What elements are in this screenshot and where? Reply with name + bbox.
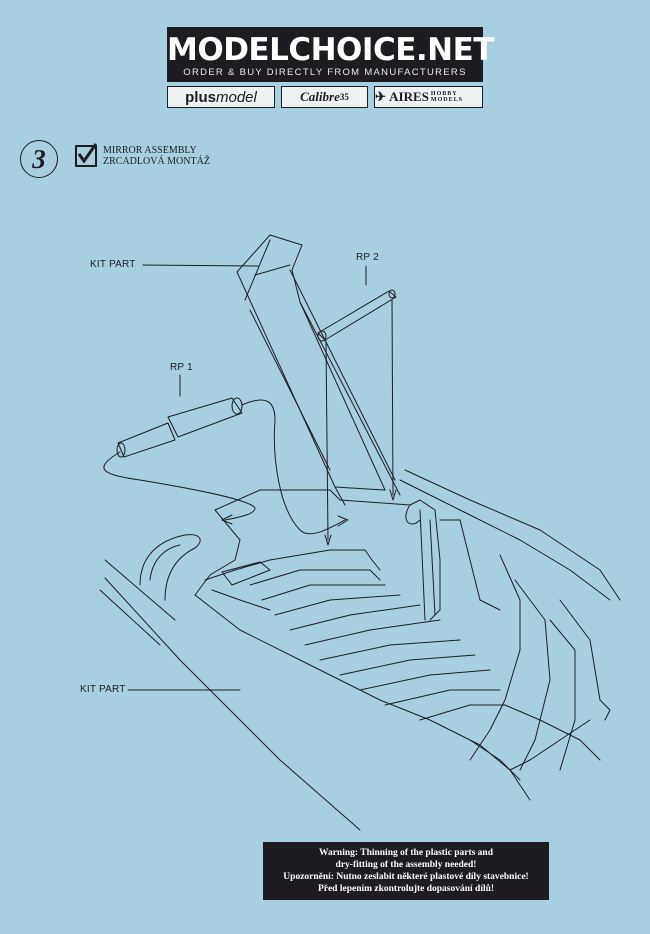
aires-logo-text: AIRES	[389, 89, 429, 104]
step-title-en: MIRROR ASSEMBLY	[103, 145, 197, 156]
warning-line-1: Warning: Thinning of the plastic parts a…	[318, 848, 494, 858]
step-number: 3	[20, 140, 58, 178]
warning-line-2: dry-fitting of the assembly needed!	[335, 860, 477, 870]
site-name: MODELCHOICE.NET	[167, 32, 494, 68]
site-tagline: ORDER & BUY DIRECTLY FROM MANUFACTURERS	[183, 67, 467, 78]
step-checkbox[interactable]	[75, 143, 97, 167]
warning-box: Warning: Thinning of the plastic parts a…	[263, 842, 549, 900]
step-title-cz: ZRCADLOVÁ MONTÁŽ	[103, 156, 210, 167]
callout-kit-part-bottom: KIT PART	[80, 684, 126, 695]
checkmark-icon	[77, 143, 97, 164]
plusmodel-logo-b: model	[215, 88, 257, 106]
windscreen-frame	[236, 234, 401, 506]
aires-logo-sub: HOBBY MODELS	[430, 91, 463, 103]
callout-rp2: RP 2	[356, 252, 379, 263]
calibre-logo-text: Calibre	[300, 89, 340, 104]
step-title: MIRROR ASSEMBLY ZRCADLOVÁ MONTÁŽ	[103, 145, 210, 167]
leader-kit-part-top	[142, 264, 259, 267]
warning-line-4: Před lepením zkontrolujte dopasování díl…	[317, 884, 495, 894]
cockpit-structure	[99, 469, 621, 831]
callout-rp1: RP 1	[170, 362, 193, 373]
aires-star-icon: ✈	[375, 89, 390, 104]
warning-line-3: Upozornění: Nutno zeslabit některé plast…	[283, 872, 529, 882]
callout-kit-part-top: KIT PART	[90, 259, 136, 270]
modelchoice-banner: MODELCHOICE.NET ORDER & BUY DIRECTLY FRO…	[167, 27, 494, 82]
rp1-mirror-body	[103, 397, 349, 535]
aires-logo: ✈ AIRES HOBBY MODELS	[374, 86, 483, 108]
rp2-mirror-rod	[317, 289, 397, 546]
calibre-logo-number: 35	[339, 92, 349, 102]
plusmodel-logo-a: plus	[185, 88, 216, 106]
